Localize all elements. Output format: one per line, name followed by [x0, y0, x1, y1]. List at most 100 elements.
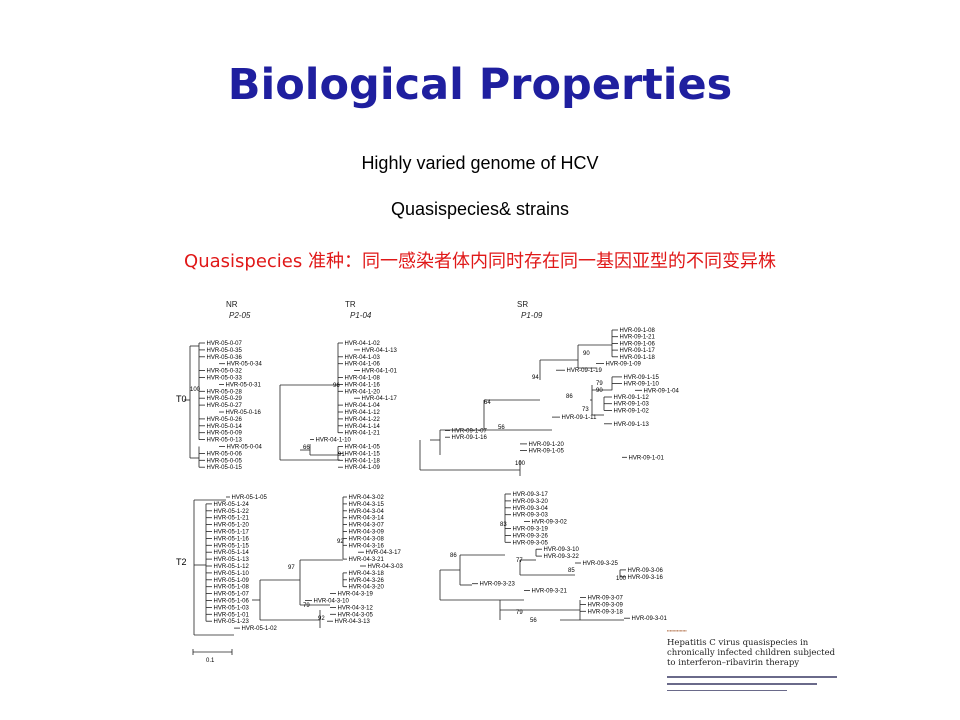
leaf-label: HVR-04-3-16	[349, 543, 385, 549]
bootstrap-value: 79	[516, 610, 523, 616]
bootstrap-value: 79	[596, 381, 603, 387]
leaf-label: HVR-05-0-13	[207, 438, 243, 444]
leaf-label: HVR-09-1-11	[562, 415, 598, 421]
column-patient: P2-05	[229, 311, 251, 320]
bootstrap-value: 77	[516, 558, 523, 564]
leaf-label: HVR-05-0-15	[207, 465, 243, 471]
leaf-label: HVR-04-1-16	[345, 382, 381, 388]
leaf-label: HVR-05-1-01	[214, 612, 250, 618]
leaf-label: HVR-05-1-21	[214, 516, 250, 522]
citation-affiliation-line	[667, 683, 817, 685]
leaf-label: HVR-05-1-05	[232, 495, 268, 501]
citation-authors-line	[667, 676, 837, 678]
leaf-label: HVR-04-3-04	[349, 509, 385, 515]
leaf-label: HVR-04-3-13	[335, 619, 371, 625]
leaf-label: HVR-09-3-05	[513, 540, 549, 546]
bootstrap-value: 85	[568, 568, 575, 574]
leaf-label: HVR-09-3-25	[583, 561, 619, 567]
bootstrap-value: 96	[333, 383, 340, 389]
leaf-label: HVR-09-1-19	[567, 368, 603, 374]
bootstrap-value: 92	[337, 539, 344, 545]
leaf-label: HVR-04-1-08	[345, 376, 381, 382]
row-label-t0: T0	[176, 394, 187, 404]
citation-snippet: ▪▪▪▪▪▪▪▪▪▪▪▪▪▪ Hepatitis C virus quasisp…	[667, 628, 839, 694]
column-name: SR	[517, 300, 528, 309]
leaf-label: HVR-05-1-13	[214, 557, 250, 563]
leaf-label: HVR-05-0-09	[207, 431, 243, 437]
leaf-label: HVR-05-0-06	[207, 451, 243, 457]
leaf-label: HVR-05-1-23	[214, 619, 250, 625]
leaf-label: HVR-09-1-01	[629, 455, 665, 461]
leaf-label: HVR-09-1-06	[620, 341, 656, 347]
leaf-label: HVR-09-1-18	[620, 355, 656, 361]
bootstrap-value: 73	[582, 407, 589, 413]
leaf-label: HVR-09-1-10	[624, 382, 660, 388]
leaf-label: HVR-09-1-03	[614, 402, 650, 408]
bootstrap-value: 91	[338, 452, 345, 458]
leaf-label: HVR-04-3-09	[349, 530, 385, 536]
leaf-label: HVR-04-3-05	[338, 612, 374, 618]
slide-title: Biological Properties	[227, 60, 733, 110]
leaf-label: HVR-04-1-05	[345, 445, 381, 451]
leaf-label: HVR-09-1-12	[614, 395, 650, 401]
leaf-label: HVR-09-3-04	[513, 506, 549, 512]
leaf-label: HVR-05-0-27	[207, 403, 243, 409]
leaf-label: HVR-09-3-03	[513, 513, 549, 519]
leaf-label: HVR-09-3-10	[544, 547, 580, 553]
leaf-label: HVR-05-0-31	[226, 382, 262, 388]
leaf-label: HVR-09-3-20	[513, 499, 549, 505]
column-patient: P1-09	[521, 311, 543, 320]
leaf-label: HVR-09-3-16	[628, 575, 664, 581]
leaf-label: HVR-05-1-14	[214, 550, 250, 556]
leaf-label: HVR-05-1-12	[214, 564, 250, 570]
leaf-label: HVR-04-1-02	[345, 341, 381, 347]
leaf-label: HVR-09-3-22	[544, 554, 580, 560]
leaf-label: HVR-05-1-22	[214, 509, 250, 515]
leaf-label: HVR-04-3-15	[349, 502, 385, 508]
leaf-label: HVR-05-0-34	[227, 362, 263, 368]
leaf-label: HVR-09-3-17	[513, 492, 549, 498]
leaf-label: HVR-04-3-20	[349, 585, 385, 591]
leaf-label: HVR-09-1-21	[620, 335, 656, 341]
leaf-label: HVR-05-1-10	[214, 571, 250, 577]
leaf-label: HVR-05-1-06	[214, 599, 250, 605]
leaf-label: HVR-04-1-01	[362, 369, 398, 375]
bootstrap-value: 100	[190, 387, 201, 393]
leaf-label: HVR-04-3-14	[349, 516, 385, 522]
leaf-label: HVR-05-1-15	[214, 543, 250, 549]
bootstrap-value: 83	[500, 522, 507, 528]
leaf-label: HVR-05-1-07	[214, 592, 250, 598]
leaf-label: HVR-04-1-22	[345, 417, 381, 423]
bootstrap-value: 86	[566, 394, 573, 400]
leaf-label: HVR-09-3-26	[513, 533, 549, 539]
bootstrap-value: 64	[484, 400, 491, 406]
leaf-label: HVR-05-1-17	[214, 530, 250, 536]
leaf-label: HVR-05-1-24	[214, 502, 250, 508]
leaf-label: HVR-04-3-02	[349, 495, 385, 501]
bootstrap-value: 79	[303, 603, 310, 609]
bootstrap-value: 100	[515, 461, 526, 467]
leaf-label: HVR-09-3-07	[588, 596, 624, 602]
subtitle-quasispecies: Quasispecies& strains	[390, 199, 570, 219]
leaf-label: HVR-04-3-07	[349, 523, 385, 529]
leaf-label: HVR-04-3-17	[366, 550, 402, 556]
leaf-label: HVR-09-3-21	[532, 589, 568, 595]
leaf-label: HVR-09-1-17	[620, 348, 656, 354]
leaf-label: HVR-05-1-03	[214, 605, 250, 611]
bootstrap-value: 90	[583, 351, 590, 357]
leaf-label: HVR-09-3-06	[628, 568, 664, 574]
leaf-label: HVR-05-0-26	[207, 417, 243, 423]
leaf-label: HVR-09-3-01	[632, 616, 668, 622]
leaf-label: HVR-04-1-15	[345, 451, 381, 457]
leaf-label: HVR-04-1-06	[345, 362, 381, 368]
bootstrap-value: 100	[616, 576, 627, 582]
bootstrap-value: 56	[530, 618, 537, 624]
leaf-label: HVR-04-3-19	[338, 592, 374, 598]
leaf-label: HVR-09-1-02	[614, 408, 650, 414]
leaf-label: HVR-05-0-04	[227, 445, 263, 451]
leaf-label: HVR-09-1-13	[614, 422, 650, 428]
leaf-label: HVR-04-1-17	[362, 396, 398, 402]
leaf-label: HVR-05-0-29	[207, 396, 243, 402]
column-name: TR	[345, 300, 356, 309]
leaf-label: HVR-09-3-09	[588, 602, 624, 608]
